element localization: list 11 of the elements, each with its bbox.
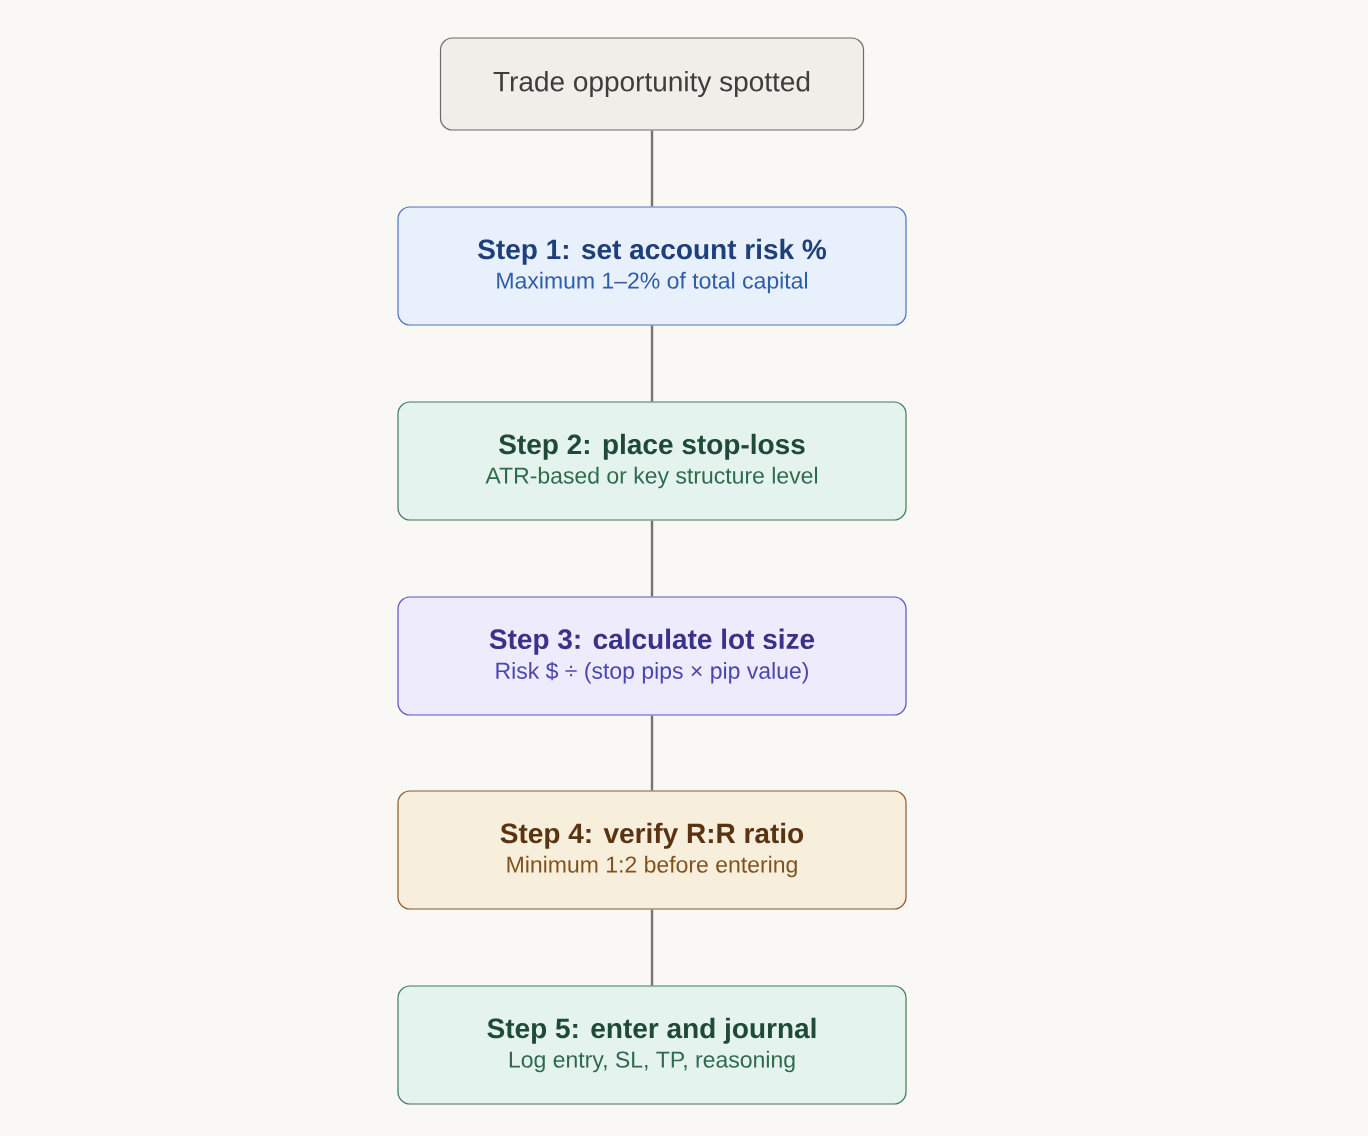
connector-line [650,325,654,402]
step-box: Step 4: verify R:R ratio Minimum 1:2 before entering [397,790,907,910]
start-box: Trade opportunity spotted [439,37,865,131]
step-box: Step 3: calculate lot size Risk $ ÷ (stop pips × pip value) [397,596,907,716]
step-box: Step 5: enter and journal Log entry, SL, TP, reasoning [397,985,907,1105]
connector-line [650,520,654,597]
step-box: Step 1: set account risk % Maximum 1–2% of total capital [397,206,907,326]
connector-line [650,715,654,791]
connector-line [650,909,654,986]
step-box: Step 2: place stop-loss ATR-based or key structure level [397,401,907,521]
connector-line [650,130,654,207]
